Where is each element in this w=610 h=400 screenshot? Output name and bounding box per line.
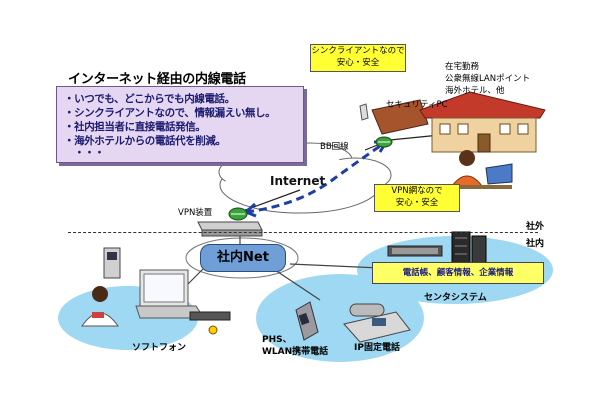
phs-label-1: PHS、	[262, 335, 292, 345]
vpn-device-icon	[197, 207, 263, 237]
mobile-area-ellipse	[256, 274, 424, 362]
callout-line: シンクライアントなので	[311, 46, 405, 56]
info-bar: 電話帳、顧客情報、企業情報	[372, 262, 544, 284]
vpn-tunnel-arrow	[245, 144, 381, 214]
softphone-person-icon	[81, 286, 119, 327]
person-icon	[448, 150, 513, 189]
ip-phone-label: IP固定電話	[354, 343, 400, 353]
vpn-callout: VPN網なので 安心・安全	[374, 184, 460, 212]
router-icon	[375, 136, 393, 148]
center-system-label: センタシステム	[424, 293, 487, 303]
internal-net-badge: 社内Net	[200, 244, 286, 272]
boundary-line	[68, 232, 538, 233]
phs-label-2: WLAN携帯電話	[262, 347, 329, 357]
softphone-label: ソフトフォン	[132, 343, 187, 353]
outside-label: 社外	[526, 222, 545, 232]
bullet-item: ・海外ホテルからの電話代を削減。	[64, 135, 226, 147]
remote-label-2: 公衆無線LANポイント	[445, 74, 531, 84]
page-title: インターネット経由の内線電話	[68, 72, 246, 87]
house-icon	[419, 91, 546, 153]
laptop-icon	[103, 247, 231, 335]
internet-label: Internet	[270, 174, 326, 188]
feature-list-box: ・いつでも、どこからでも内線電話。 ・シンクライアントなので、情報漏えい無し。 …	[56, 86, 304, 163]
inside-label: 社内	[526, 239, 545, 249]
bullet-item: ・・・	[64, 147, 105, 159]
notebook-pc-icon	[359, 99, 429, 135]
vpn-device-label: VPN装置	[178, 208, 213, 218]
remote-label-1: 在宅勤務	[445, 62, 480, 72]
security-pc-label: セキュリティPC	[386, 100, 448, 110]
cellphone-icon	[295, 301, 319, 341]
bullet-item: ・シンクライアントなので、情報漏えい無し。	[64, 107, 276, 119]
bullet-item: ・社内担当者に直接電話発信。	[64, 121, 206, 133]
callout-line: 安心・安全	[395, 198, 439, 208]
callout-line: 安心・安全	[336, 58, 380, 68]
thin-client-callout: シンクライアントなので 安心・安全	[310, 44, 406, 72]
bb-line-label: BB回線	[320, 142, 349, 152]
bullet-item: ・いつでも、どこからでも内線電話。	[64, 93, 235, 105]
remote-label-3: 海外ホテル、他	[445, 86, 505, 96]
ip-phone-icon	[343, 303, 411, 343]
callout-line: VPN網なので	[391, 186, 443, 196]
cloud-icon	[218, 142, 392, 214]
